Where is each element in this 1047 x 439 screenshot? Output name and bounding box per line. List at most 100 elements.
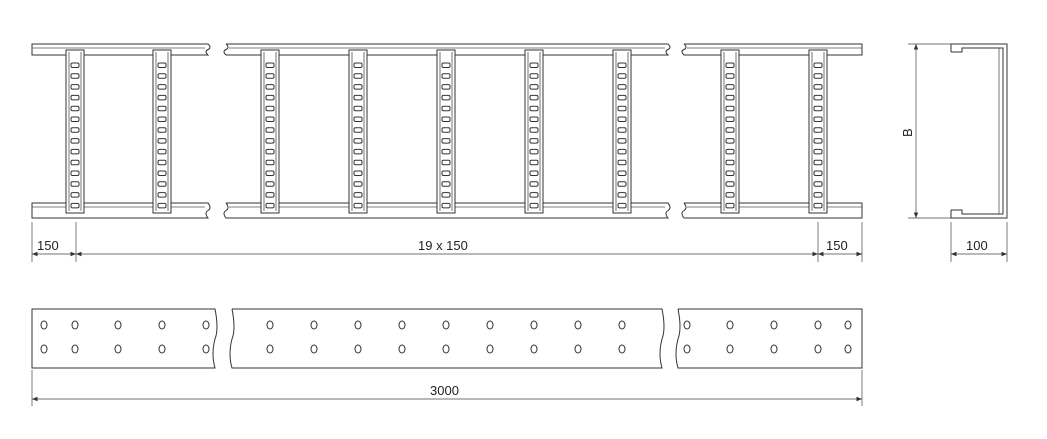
rung-slot (441, 170, 451, 176)
rung-slot (813, 84, 823, 90)
rung-slot (265, 202, 275, 209)
rung-slot (265, 148, 275, 155)
rail-hole (770, 320, 778, 330)
rung-slot (157, 192, 167, 198)
rung (348, 49, 368, 214)
dim-label-middle: 19 x 150 (418, 238, 468, 253)
rung-slot (353, 148, 363, 155)
rung-slot (441, 148, 451, 155)
rung-slot (529, 94, 539, 101)
rung-slot (725, 73, 735, 79)
length-label: 3000 (430, 383, 459, 398)
rung-slot (265, 94, 275, 101)
rung-slot (617, 94, 627, 101)
width-label: 100 (966, 238, 988, 253)
rung-slot (441, 116, 451, 122)
rung-slot (70, 84, 80, 90)
rung-slot (617, 73, 627, 79)
rung-slot (265, 138, 275, 144)
rung-slot (617, 138, 627, 144)
rung-slot (157, 105, 167, 112)
rail-holes (40, 320, 852, 354)
rung-slot (617, 84, 627, 90)
rung-slot (441, 181, 451, 187)
rung-slot (617, 148, 627, 155)
rung-slot (441, 73, 451, 79)
rung-slot (265, 73, 275, 79)
rung (65, 49, 85, 214)
rung-slot (265, 62, 275, 68)
rung-slot (157, 127, 167, 133)
rail-hole (114, 320, 122, 330)
rung (152, 49, 172, 214)
rail-hole (398, 320, 406, 330)
rail-hole (618, 344, 626, 354)
rung-slot (725, 94, 735, 101)
rail-hole (618, 320, 626, 330)
rung-slot (70, 116, 80, 122)
rail-hole (114, 344, 122, 354)
rung (260, 49, 280, 214)
rung-slot (157, 138, 167, 144)
rung-slot (813, 94, 823, 101)
rail-hole (486, 320, 494, 330)
rail-panel (229, 308, 665, 369)
rung-slot (441, 94, 451, 101)
rung-slot (529, 138, 539, 144)
rung-slot (353, 62, 363, 68)
rung-slot (441, 159, 451, 166)
rung-slot (813, 192, 823, 198)
rung (720, 49, 740, 214)
rung-slot (529, 159, 539, 166)
rung-slot (617, 62, 627, 68)
rung-slot (353, 138, 363, 144)
rail-hole (726, 320, 734, 330)
rung-slot (265, 84, 275, 90)
rung-slot (813, 170, 823, 176)
rung-slot (813, 116, 823, 122)
top-dimension-line: 150 19 x 150 150 (31, 222, 863, 262)
rail-hole (202, 320, 210, 330)
dim-label-left: 150 (37, 238, 59, 253)
rail-hole (158, 320, 166, 330)
rung-slot (725, 127, 735, 133)
rung-slot (353, 202, 363, 209)
rung (436, 49, 456, 214)
length-dimension-line: 3000 (31, 370, 863, 406)
rung-slot (529, 202, 539, 209)
rung-slot (813, 159, 823, 166)
rail-hole (530, 320, 538, 330)
rung-slot (70, 73, 80, 79)
rung-slot (157, 94, 167, 101)
rung-slot (157, 73, 167, 79)
rung-slot (70, 192, 80, 198)
rung-slot (353, 127, 363, 133)
rung-slot (529, 127, 539, 133)
rail-panels (31, 308, 863, 369)
ladder-rungs (65, 49, 828, 214)
rung-slot (265, 127, 275, 133)
rail-hole (40, 320, 48, 330)
rung (524, 49, 544, 214)
rail-hole (71, 320, 79, 330)
rung-slot (353, 159, 363, 166)
rail-side-view (31, 308, 863, 369)
rail-hole (844, 344, 852, 354)
rung-slot (70, 62, 80, 68)
ladder-top-view (31, 43, 863, 219)
rung-slot (353, 73, 363, 79)
rung-slot (157, 62, 167, 68)
rail-hole (354, 344, 362, 354)
rung-slot (725, 62, 735, 68)
rung-slot (617, 127, 627, 133)
rail-hole (814, 320, 822, 330)
side-rail-segment (31, 43, 211, 56)
rung-slot (70, 170, 80, 176)
rung-slot (725, 105, 735, 112)
rung-slot (529, 105, 539, 112)
rung-slot (529, 73, 539, 79)
rail-hole (770, 344, 778, 354)
rung-slot (617, 202, 627, 209)
rung-slot (725, 116, 735, 122)
